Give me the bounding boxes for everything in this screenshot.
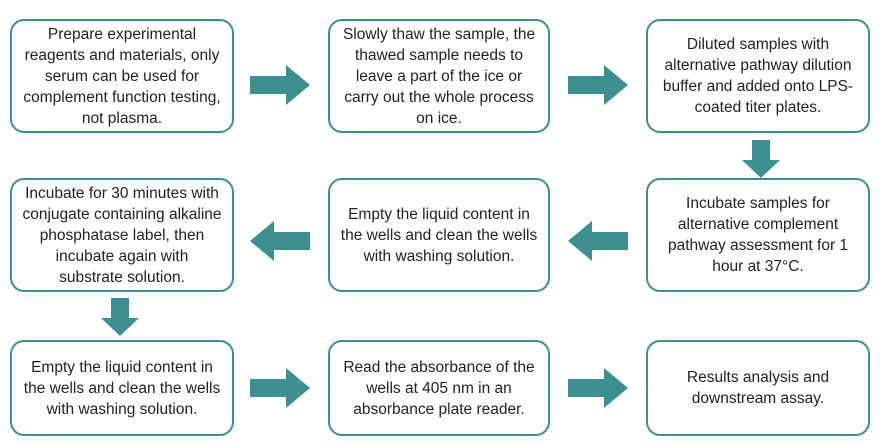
arrow-right-icon [568, 65, 628, 105]
arrow-right-icon [568, 368, 628, 408]
step-6-incubate-conjugate: Incubate for 30 minutes with conjugate c… [10, 178, 234, 292]
step-1-text: Prepare experimental reagents and materi… [23, 25, 221, 127]
step-5-text: Empty the liquid content in the wells an… [340, 205, 538, 265]
step-2-thaw-sample: Slowly thaw the sample, the thawed sampl… [328, 19, 550, 133]
step-4-incubate-samples: Incubate samples for alternative complem… [646, 178, 870, 292]
step-5-empty-wells: Empty the liquid content in the wells an… [328, 178, 550, 292]
arrow-right-icon [250, 368, 310, 408]
step-8-text: Read the absorbance of the wells at 405 … [343, 358, 535, 418]
step-9-text: Results analysis and downstream assay. [686, 369, 830, 407]
step-2-text: Slowly thaw the sample, the thawed sampl… [342, 25, 536, 127]
step-7-empty-wells: Empty the liquid content in the wells an… [10, 340, 234, 436]
step-8-read-absorbance: Read the absorbance of the wells at 405 … [328, 340, 550, 436]
step-3-dilute-samples: Diluted samples with alternative pathway… [646, 19, 870, 133]
arrow-down-icon [742, 140, 780, 178]
step-9-results-analysis: Results analysis and downstream assay. [646, 340, 870, 436]
step-4-text: Incubate samples for alternative complem… [667, 195, 849, 275]
step-3-text: Diluted samples with alternative pathway… [662, 36, 854, 116]
step-7-text: Empty the liquid content in the wells an… [23, 358, 221, 418]
arrow-left-icon [250, 221, 310, 261]
arrow-down-icon [101, 298, 139, 336]
step-1-prepare-reagents: Prepare experimental reagents and materi… [10, 19, 234, 133]
step-6-text: Incubate for 30 minutes with conjugate c… [22, 184, 222, 286]
arrow-left-icon [568, 221, 628, 261]
arrow-right-icon [250, 65, 310, 105]
